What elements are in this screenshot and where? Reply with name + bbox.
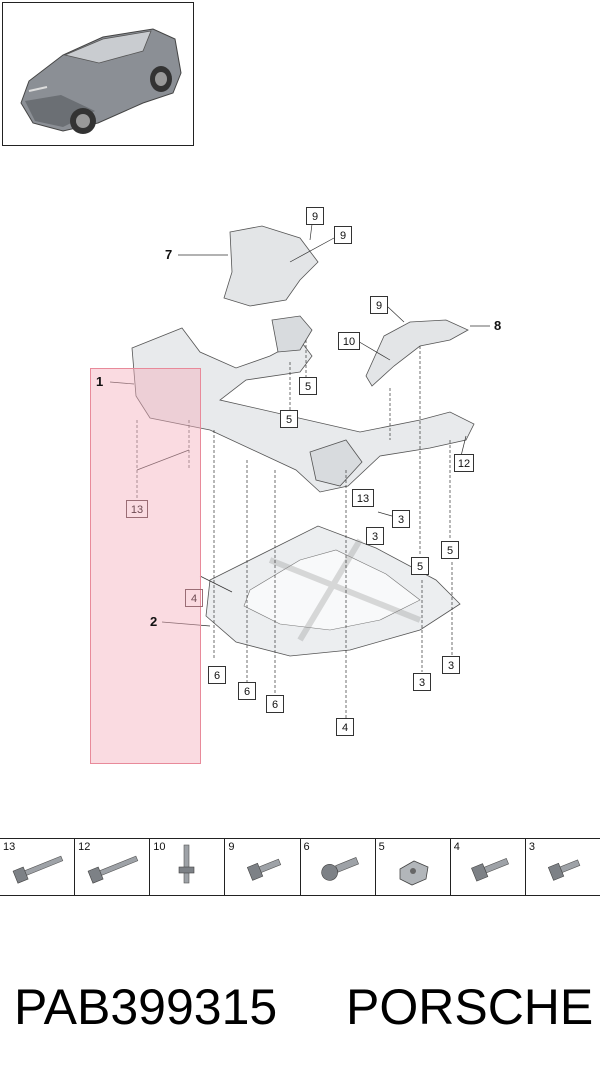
assembly-label-1: 1 xyxy=(96,374,104,389)
callout-5[interactable]: 5 xyxy=(299,377,317,395)
callout-3[interactable]: 3 xyxy=(413,673,431,691)
front-subframe-1 xyxy=(131,327,475,493)
assembly-label-7: 7 xyxy=(165,247,173,262)
callout-4[interactable]: 4 xyxy=(185,589,203,607)
callout-13[interactable]: 13 xyxy=(126,500,148,518)
legend-cell[interactable]: 10 xyxy=(150,839,226,895)
callout-6[interactable]: 6 xyxy=(266,695,284,713)
legend-number: 12 xyxy=(78,841,91,853)
nut-icon xyxy=(399,860,429,886)
assembly-label-8: 8 xyxy=(494,318,502,333)
long-bolt-icon xyxy=(12,855,64,884)
legend-cell[interactable]: 5 xyxy=(376,839,451,895)
legend-number: 13 xyxy=(3,841,16,853)
subframe-exploded-diagram xyxy=(109,223,490,718)
callout-9[interactable]: 9 xyxy=(334,226,352,244)
callout-5[interactable]: 5 xyxy=(441,541,459,559)
legend-cell[interactable]: 6 xyxy=(301,839,376,895)
stud-icon xyxy=(178,844,195,884)
callout-6[interactable]: 6 xyxy=(238,682,256,700)
fastener-legend: 13 12 10 9 6 5 4 3 xyxy=(0,838,600,896)
long-bolt-icon xyxy=(87,855,139,884)
short-bolt-icon xyxy=(247,858,282,881)
heat-shield-8 xyxy=(365,319,469,387)
flange-bolt-icon xyxy=(320,857,359,881)
highlighted-region xyxy=(90,368,201,764)
legend-cell[interactable]: 12 xyxy=(75,839,151,895)
suv-illustration xyxy=(20,28,182,134)
callout-9[interactable]: 9 xyxy=(370,296,388,314)
callout-5[interactable]: 5 xyxy=(280,410,298,428)
callout-10[interactable]: 10 xyxy=(338,332,360,350)
legend-number: 3 xyxy=(528,841,535,853)
callout-6[interactable]: 6 xyxy=(208,666,226,684)
legend-cell[interactable]: 4 xyxy=(451,839,526,895)
callout-5[interactable]: 5 xyxy=(411,557,429,575)
brand-name: PORSCHE xyxy=(346,979,594,1035)
legend-cell[interactable]: 9 xyxy=(225,839,301,895)
callout-12[interactable]: 12 xyxy=(454,454,474,472)
footer: PAB399315 PORSCHE xyxy=(0,978,600,1048)
callout-4[interactable]: 4 xyxy=(336,718,354,736)
callout-3[interactable]: 3 xyxy=(442,656,460,674)
legend-number: 9 xyxy=(228,841,235,853)
assembly-label-2: 2 xyxy=(150,614,158,629)
legend-number: 10 xyxy=(153,841,166,853)
washer-bolt-icon xyxy=(470,857,509,882)
legend-number: 4 xyxy=(453,841,460,853)
callout-3[interactable]: 3 xyxy=(392,510,410,528)
legend-number: 6 xyxy=(303,841,310,853)
callout-3[interactable]: 3 xyxy=(366,527,384,545)
legend-cell[interactable]: 3 xyxy=(526,839,600,895)
heat-shield-7 xyxy=(223,225,319,307)
part-code: PAB399315 xyxy=(14,979,278,1035)
short-bolt-icon xyxy=(547,859,581,881)
callout-13[interactable]: 13 xyxy=(352,489,374,507)
legend-cell[interactable]: 13 xyxy=(0,839,76,895)
legend-number: 5 xyxy=(378,841,385,853)
callout-9[interactable]: 9 xyxy=(306,207,324,225)
vehicle-thumbnail xyxy=(2,2,194,146)
